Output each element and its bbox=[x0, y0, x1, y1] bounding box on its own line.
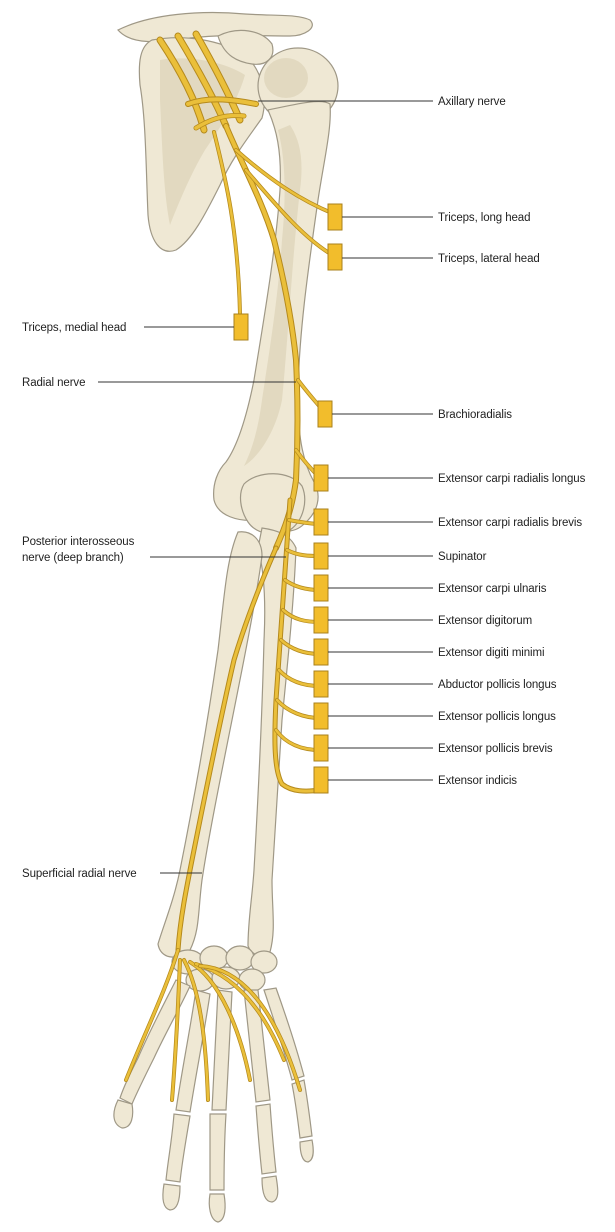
marker-triceps-lateral-head bbox=[328, 244, 342, 270]
label-epb: Extensor pollicis brevis bbox=[438, 743, 553, 755]
label-ecu: Extensor carpi ulnaris bbox=[438, 583, 547, 595]
label-brachioradialis: Brachioradialis bbox=[438, 409, 512, 421]
label-axillary-nerve: Axillary nerve bbox=[438, 96, 506, 108]
marker-supinator bbox=[314, 543, 328, 569]
marker-epl bbox=[314, 703, 328, 729]
marker-apl bbox=[314, 671, 328, 697]
marker-ecr-longus bbox=[314, 465, 328, 491]
humeral-head-shade bbox=[264, 58, 308, 98]
label-ecr-longus: Extensor carpi radialis longus bbox=[438, 473, 586, 485]
marker-brachioradialis bbox=[318, 401, 332, 427]
hand-bones bbox=[114, 980, 313, 1222]
label-triceps-long-head: Triceps, long head bbox=[438, 212, 530, 224]
marker-triceps-medial-head bbox=[234, 314, 248, 340]
marker-ext-indicis bbox=[314, 767, 328, 793]
marker-ecu bbox=[314, 575, 328, 601]
marker-triceps-long-head bbox=[328, 204, 342, 230]
clavicle bbox=[118, 13, 312, 42]
marker-ext-digitorum bbox=[314, 607, 328, 633]
label-ext-digiti-minimi: Extensor digiti minimi bbox=[438, 647, 544, 659]
digital-branches bbox=[126, 950, 300, 1100]
label-superficial-radial-nerve: Superficial radial nerve bbox=[22, 868, 137, 880]
humerus bbox=[214, 102, 331, 532]
label-apl: Abductor pollicis longus bbox=[438, 679, 557, 691]
label-supinator: Supinator bbox=[438, 551, 487, 563]
label-epl: Extensor pollicis longus bbox=[438, 711, 556, 723]
marker-ecr-brevis bbox=[314, 509, 328, 535]
marker-ext-digiti-minimi bbox=[314, 639, 328, 665]
label-ecr-brevis: Extensor carpi radialis brevis bbox=[438, 517, 582, 529]
label-ext-indicis: Extensor indicis bbox=[438, 775, 517, 787]
radius bbox=[158, 532, 262, 957]
marker-epb bbox=[314, 735, 328, 761]
label-ext-digitorum: Extensor digitorum bbox=[438, 615, 532, 627]
label-triceps-medial-head: Triceps, medial head bbox=[22, 322, 126, 334]
label-radial-nerve: Radial nerve bbox=[22, 377, 85, 389]
label-triceps-lateral-head: Triceps, lateral head bbox=[438, 253, 540, 265]
label-pin-line1: Posterior interosseous bbox=[22, 536, 135, 548]
label-pin-line2: nerve (deep branch) bbox=[22, 552, 124, 564]
